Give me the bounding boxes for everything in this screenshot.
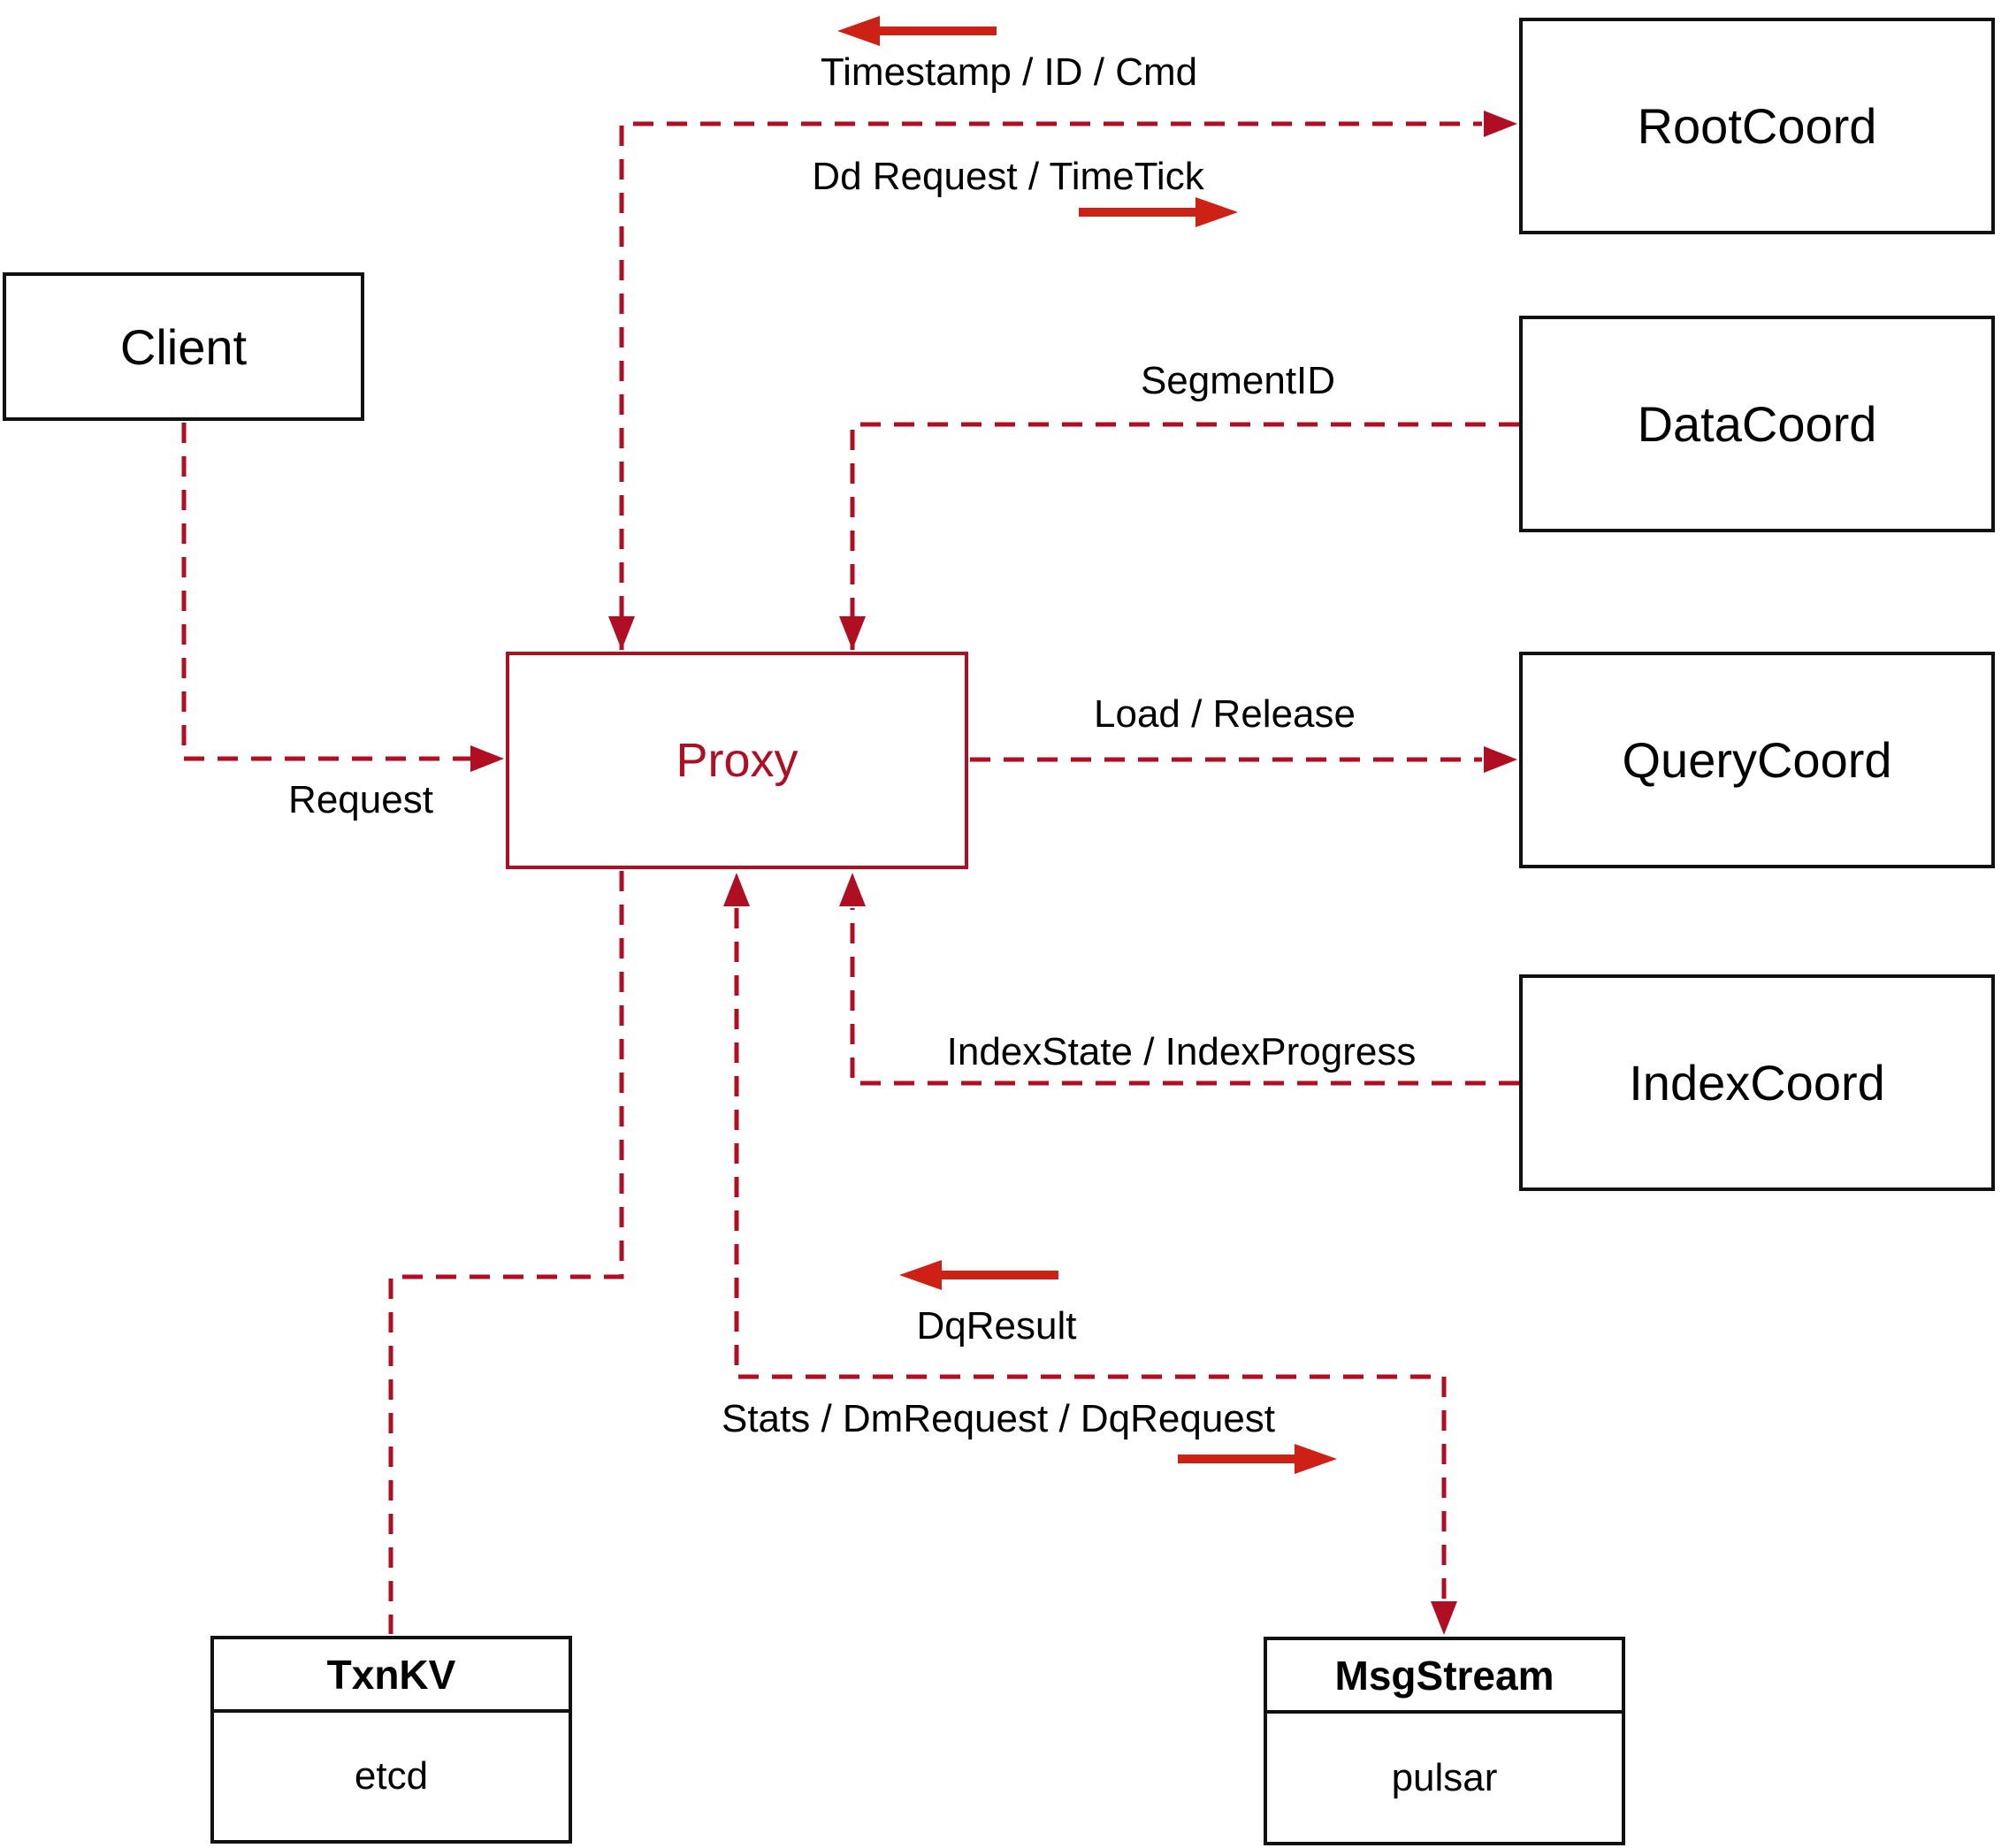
datacoord-label: DataCoord — [1637, 396, 1877, 452]
indexcoord-node: IndexCoord — [1519, 974, 1995, 1191]
txnkv-node: TxnKV etcd — [210, 1636, 572, 1844]
querycoord-label: QueryCoord — [1622, 732, 1892, 788]
rootcoord-node: RootCoord — [1519, 18, 1995, 234]
edge-proxy-msgstream-line — [734, 908, 1447, 1600]
arrowhead-into-proxy-bottom-left — [723, 873, 750, 906]
arrowhead-into-rootcoord — [1484, 111, 1517, 137]
indexcoord-label: IndexCoord — [1629, 1055, 1885, 1111]
arrowhead-into-proxy-top-right — [839, 616, 866, 650]
edge-indexcoord-proxy-line — [850, 908, 1519, 1086]
proxy-label: Proxy — [676, 734, 798, 787]
txnkv-title: TxnKV — [214, 1639, 569, 1713]
flow-arrow-left-dqresult — [899, 1260, 1058, 1290]
arrowhead-into-proxy-bottom-right — [839, 873, 866, 906]
edge-proxy-rootcoord-line — [619, 121, 1482, 650]
edge-datacoord-proxy-line — [850, 422, 1519, 650]
edge-label-stats-dmrequest-dqrequest: Stats / DmRequest / DqRequest — [721, 1397, 1276, 1440]
edge-label-dd-request-timetick: Dd Request / TimeTick — [812, 155, 1204, 198]
edge-label-dqresult: DqResult — [916, 1304, 1077, 1348]
arrowhead-into-msgstream — [1431, 1601, 1457, 1635]
rootcoord-label: RootCoord — [1637, 98, 1877, 154]
flow-arrow-right-ddrequest — [1079, 197, 1238, 227]
msgstream-node: MsgStream pulsar — [1264, 1637, 1625, 1845]
edge-label-timestamp-id-cmd: Timestamp / ID / Cmd — [820, 50, 1198, 94]
edge-label-request: Request — [288, 778, 433, 821]
msgstream-impl: pulsar — [1391, 1755, 1498, 1799]
flow-arrow-left-timestamp — [837, 16, 997, 46]
arrowhead-into-proxy-left — [470, 745, 504, 772]
arrowhead-into-querycoord — [1484, 746, 1517, 773]
client-node: Client — [3, 272, 364, 421]
edge-label-load-release: Load / Release — [1094, 692, 1356, 736]
querycoord-node: QueryCoord — [1519, 652, 1995, 868]
datacoord-node: DataCoord — [1519, 316, 1995, 532]
proxy-node: Proxy — [506, 652, 968, 869]
msgstream-title: MsgStream — [1267, 1640, 1622, 1714]
flow-arrow-right-stats — [1178, 1444, 1337, 1474]
client-label: Client — [119, 318, 248, 375]
txnkv-impl: etcd — [354, 1754, 429, 1798]
edge-label-segment-id: SegmentID — [1140, 359, 1336, 402]
edge-client-proxy-line — [181, 423, 470, 761]
edge-proxy-txnkv-line — [388, 871, 624, 1634]
edge-label-indexstate-indexprogress: IndexState / IndexProgress — [946, 1030, 1417, 1073]
arrowhead-into-proxy-top-left — [608, 616, 635, 650]
